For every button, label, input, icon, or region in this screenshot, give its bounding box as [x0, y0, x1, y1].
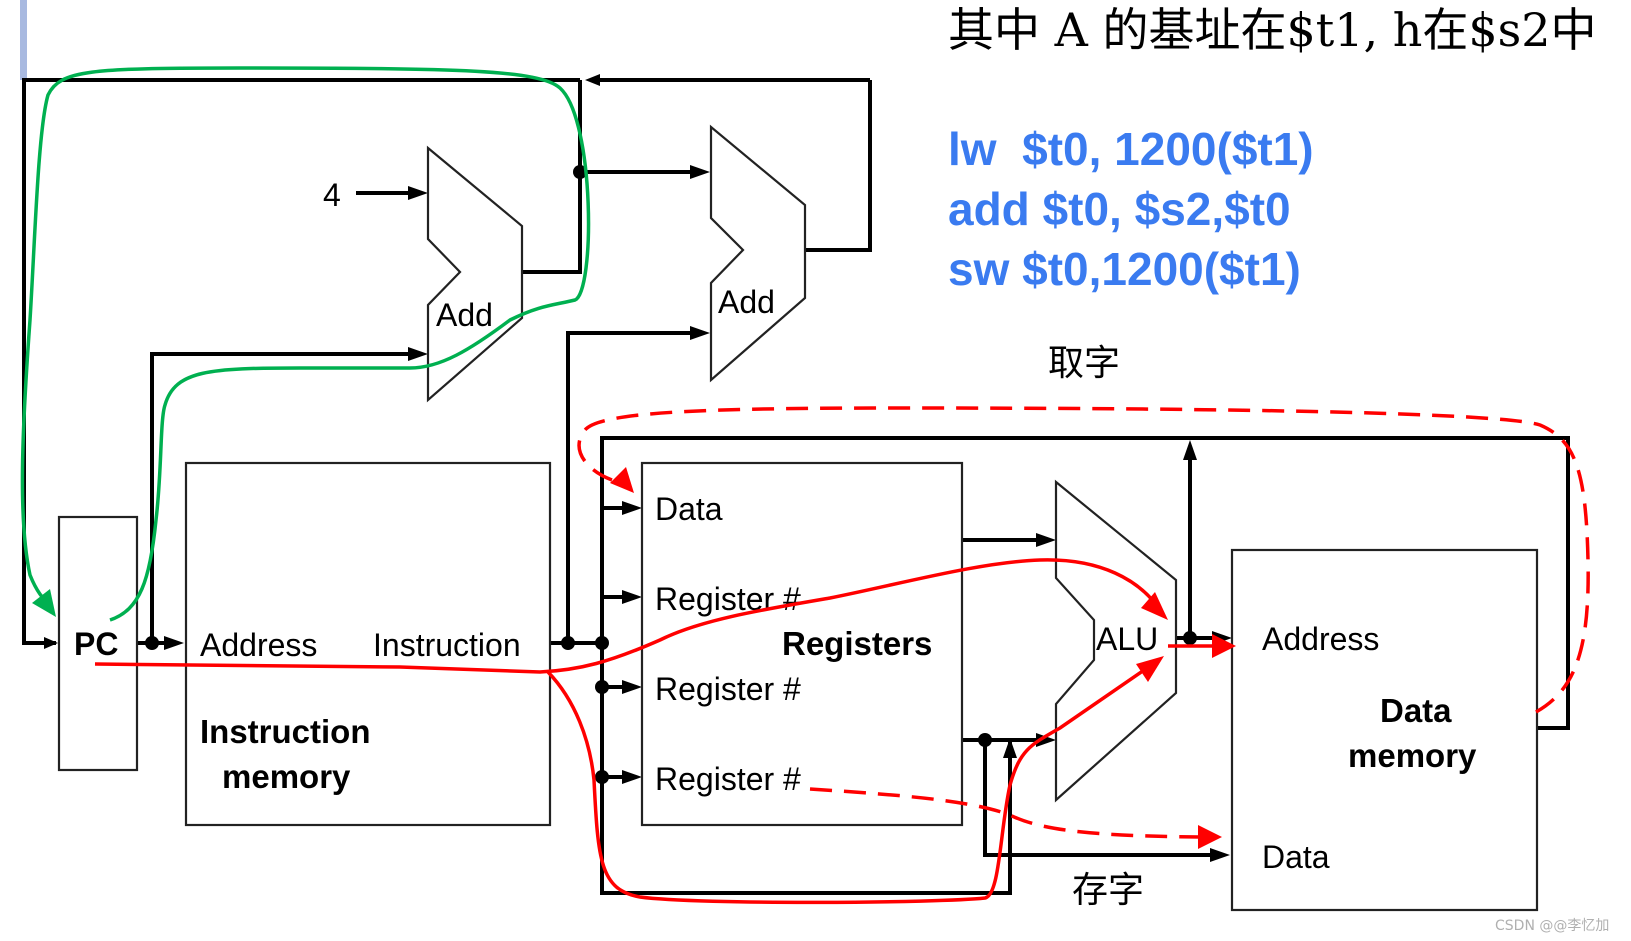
alu-label: ALU: [1096, 621, 1158, 657]
wires: [22, 74, 1570, 895]
annotation-store-word: 存字: [1072, 870, 1144, 911]
reg-read2-port: Register #: [655, 671, 801, 707]
dmem-data-port: Data: [1262, 839, 1330, 875]
imem-title-line1: Instruction: [200, 713, 371, 750]
registers-title: Registers: [782, 625, 932, 662]
dmem-address-port: Address: [1262, 621, 1379, 657]
imem-address-port: Address: [200, 627, 317, 663]
alu-shape: [1054, 479, 1178, 803]
dmem-title-line2: memory: [1348, 737, 1477, 774]
fetch-path: [20, 66, 591, 622]
data-memory: [1230, 548, 1539, 912]
load-arrowhead: [610, 467, 634, 493]
store-arrowhead: [1198, 825, 1222, 849]
reg-data-port: Data: [655, 491, 723, 527]
code-line-add: add $t0, $s2,$t0: [948, 183, 1291, 235]
alu-input-arrowhead-2: [1136, 656, 1164, 682]
adder2-label: Add: [718, 284, 775, 320]
adder1-label: Add: [436, 297, 493, 333]
header-note: 其中 A 的基址在$t1, h在$s2中: [948, 3, 1597, 57]
code-line-lw: lw $t0, 1200($t1): [948, 123, 1314, 175]
fetch-arrowhead: [32, 589, 56, 617]
instruction-memory: [184, 461, 552, 827]
code-line-sw: sw $t0,1200($t1): [948, 243, 1301, 295]
pc-label: PC: [74, 626, 118, 662]
watermark: CSDN @@李忆加: [1495, 918, 1609, 934]
slide-accent-bar: [20, 0, 27, 80]
reg-read1-port: Register #: [655, 581, 801, 617]
memory-paths: [577, 406, 1590, 849]
execution-path: [94, 558, 1236, 905]
dmem-title-line1: Data: [1380, 692, 1452, 729]
pc-register: [57, 515, 139, 772]
adder-branch: [709, 124, 807, 383]
adder-pc-plus-4: [426, 145, 524, 403]
constant-four: 4: [323, 177, 341, 213]
register-file: [640, 461, 964, 827]
imem-instruction-port: Instruction: [373, 627, 521, 663]
annotation-load-word: 取字: [1048, 343, 1120, 384]
dmem-address-arrowhead: [1212, 634, 1236, 658]
reg-write-port: Register #: [655, 761, 801, 797]
imem-title-line2: memory: [222, 758, 351, 795]
alu-input-arrowhead-1: [1141, 592, 1168, 620]
